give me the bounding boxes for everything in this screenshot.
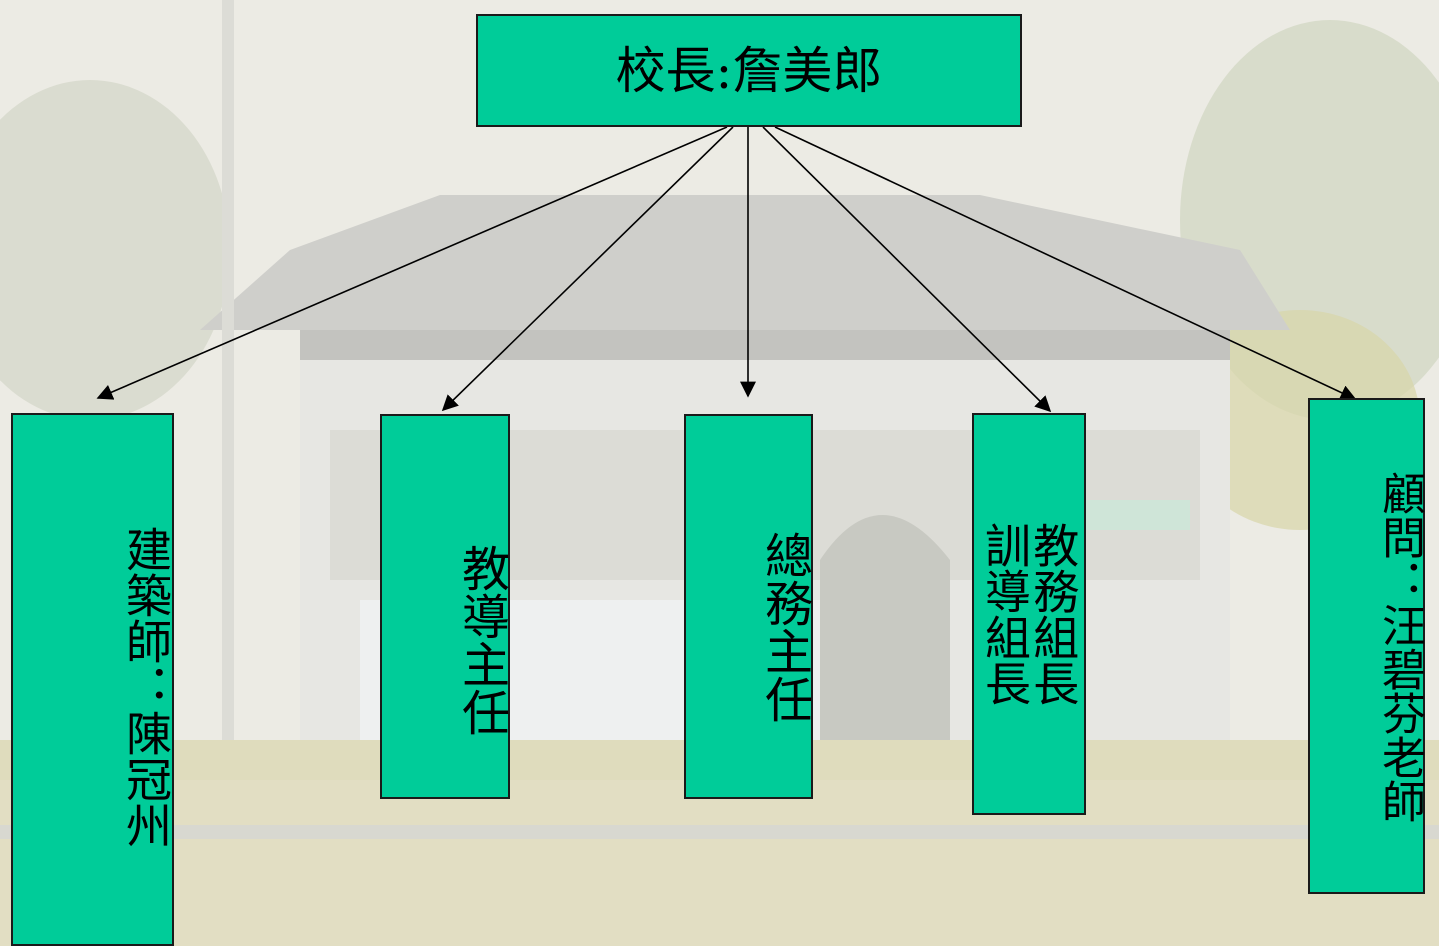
- guidance-director-node: 教導主任: [380, 414, 510, 799]
- arrow-to-advisor: [774, 126, 1357, 401]
- general-affairs-director-node: 總務主任: [684, 414, 813, 799]
- advisor-node: 顧問：汪碧芬老師: [1308, 398, 1425, 894]
- arrow-to-section-chiefs: [762, 126, 1052, 413]
- guidance-director-label: 教導主任: [453, 543, 509, 736]
- principal-label: 校長:詹美郎: [615, 41, 883, 100]
- section-chiefs-label: 教務組長訓導組長: [978, 522, 1081, 706]
- general-affairs-director-label: 總務主任: [756, 530, 812, 723]
- section-chiefs-node: 教務組長訓導組長: [972, 413, 1086, 815]
- arrow-to-guidance-director: [441, 126, 734, 412]
- architect-label: 建築師：陳冠州: [119, 525, 173, 848]
- advisor-label: 顧問：汪碧芬老師: [1374, 471, 1425, 823]
- architect-node: 建築師：陳冠州: [11, 413, 174, 946]
- principal-node: 校長:詹美郎: [476, 14, 1022, 127]
- arrow-to-architect: [96, 126, 728, 400]
